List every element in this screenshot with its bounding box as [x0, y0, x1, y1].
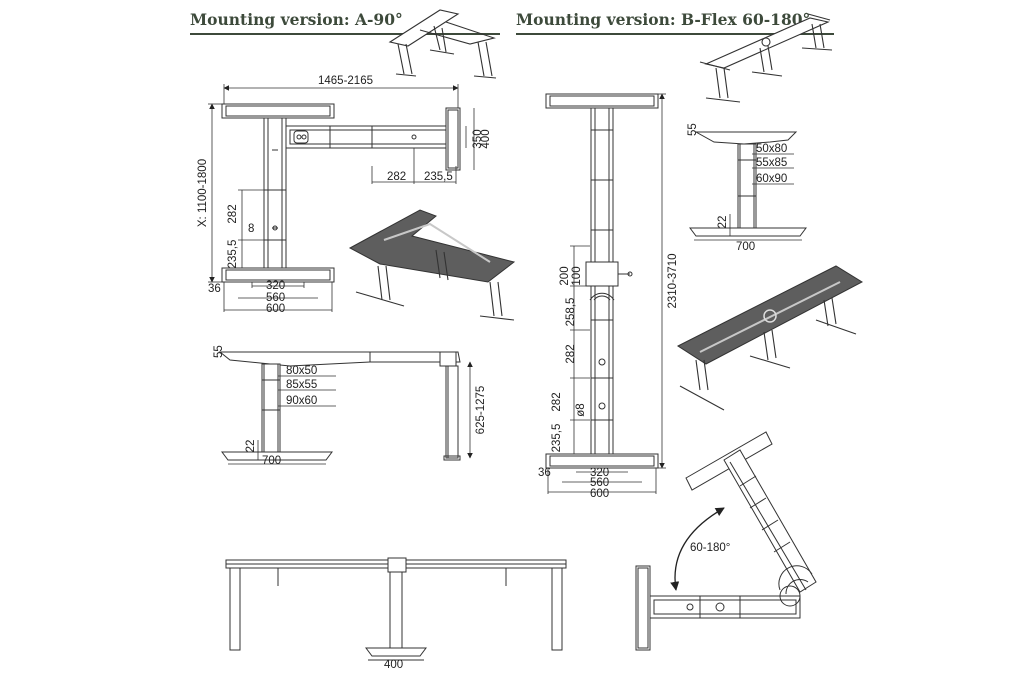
plan-dimension-labels-a90: 1465-2165 350 400 282 235,5 X: 1100-1800… — [197, 75, 492, 315]
dim-b-200: 200 — [559, 266, 571, 285]
front-foot-width: 400 — [384, 659, 403, 671]
dim-b-282a: 282 — [565, 344, 577, 363]
dim-b-2585: 258,5 — [565, 298, 577, 327]
dim-leg-282: 282 — [227, 204, 239, 223]
side-b-profile-55x85: 55x85 — [756, 157, 787, 169]
front-view-a90 — [225, 557, 567, 661]
side-labels-a90: 55 80x50 85x55 90x60 22 700 625-1275 — [213, 345, 487, 467]
angle-view-bflex — [635, 431, 817, 651]
dim-b-foot-600: 600 — [590, 488, 609, 500]
side-view-bflex — [689, 131, 807, 237]
side-b-foot-height: 22 — [717, 216, 729, 229]
dim-foot-320: 320 — [266, 280, 285, 292]
dim-b-2355: 235,5 — [551, 424, 563, 453]
side-profile-90x60: 90x60 — [286, 395, 317, 407]
dim-depth-range: X: 1100-1800 — [197, 159, 209, 227]
dim-arm-depth-outer: 400 — [480, 129, 492, 148]
dim-b-length-range: 2310-3710 — [667, 254, 679, 309]
heading-mounting-b: Mounting version: B-Flex 60-180° — [516, 10, 811, 29]
dim-foot-560: 560 — [266, 292, 285, 304]
side-labels-bflex: 55 50x80 55x85 60x90 22 700 — [687, 123, 787, 253]
plan-dimensions-a90 — [208, 84, 475, 312]
plan-dimension-labels-bflex: 2310-3710 200 100 258,5 282 282 ø8 235,5… — [538, 254, 679, 501]
iso-frame-bflex-small — [699, 13, 833, 103]
heading-mounting-a: Mounting version: A-90° — [190, 10, 403, 29]
side-height-range: 625-1275 — [475, 386, 487, 435]
dim-b-100: 100 — [571, 266, 583, 285]
dim-foot-600: 600 — [266, 303, 285, 315]
dim-hole-8: 8 — [248, 223, 254, 235]
side-profile-80x50: 80x50 — [286, 365, 317, 377]
side-view-a90 — [218, 351, 461, 461]
side-dimensions-bflex — [694, 153, 802, 241]
side-dimensions-a90 — [228, 361, 473, 465]
dim-leg-2355: 235,5 — [227, 240, 239, 269]
plan-view-a90 — [221, 103, 461, 283]
dim-b-hole: ø8 — [575, 403, 587, 416]
dim-b-foot-560: 560 — [590, 477, 609, 489]
dim-arm-depth-inner: 350 — [472, 129, 484, 148]
dim-b-foot-offset: 36 — [538, 467, 551, 479]
side-foot-height: 22 — [245, 440, 257, 453]
side-b-foot-width: 700 — [736, 241, 755, 253]
dim-foot-offset: 36 — [208, 283, 221, 295]
iso-desk-a90 — [348, 209, 516, 321]
side-b-profile-60x90: 60x90 — [756, 173, 787, 185]
dim-b-282b: 282 — [551, 392, 563, 411]
dim-total-width: 1465-2165 — [318, 75, 373, 87]
heading-rule-b — [516, 33, 834, 35]
heading-rule-a — [190, 33, 500, 35]
plan-view-bflex — [545, 93, 659, 469]
dim-arm-offset: 282 — [387, 171, 406, 183]
dim-b-foot-320: 320 — [590, 467, 609, 479]
angle-label: 60-180° — [690, 542, 730, 554]
side-foot-width: 700 — [262, 455, 281, 467]
side-profile-85x55: 85x55 — [286, 379, 317, 391]
side-b-top-thickness: 55 — [687, 123, 699, 136]
dim-arm-end: 235,5 — [424, 171, 453, 183]
iso-desk-bflex — [676, 265, 864, 411]
side-top-thickness: 55 — [213, 345, 225, 358]
angle-arc-arrow — [670, 507, 725, 591]
side-b-profile-50x80: 50x80 — [756, 143, 787, 155]
iso-frame-a90-small — [388, 9, 497, 79]
plan-dimensions-bflex — [547, 93, 666, 494]
